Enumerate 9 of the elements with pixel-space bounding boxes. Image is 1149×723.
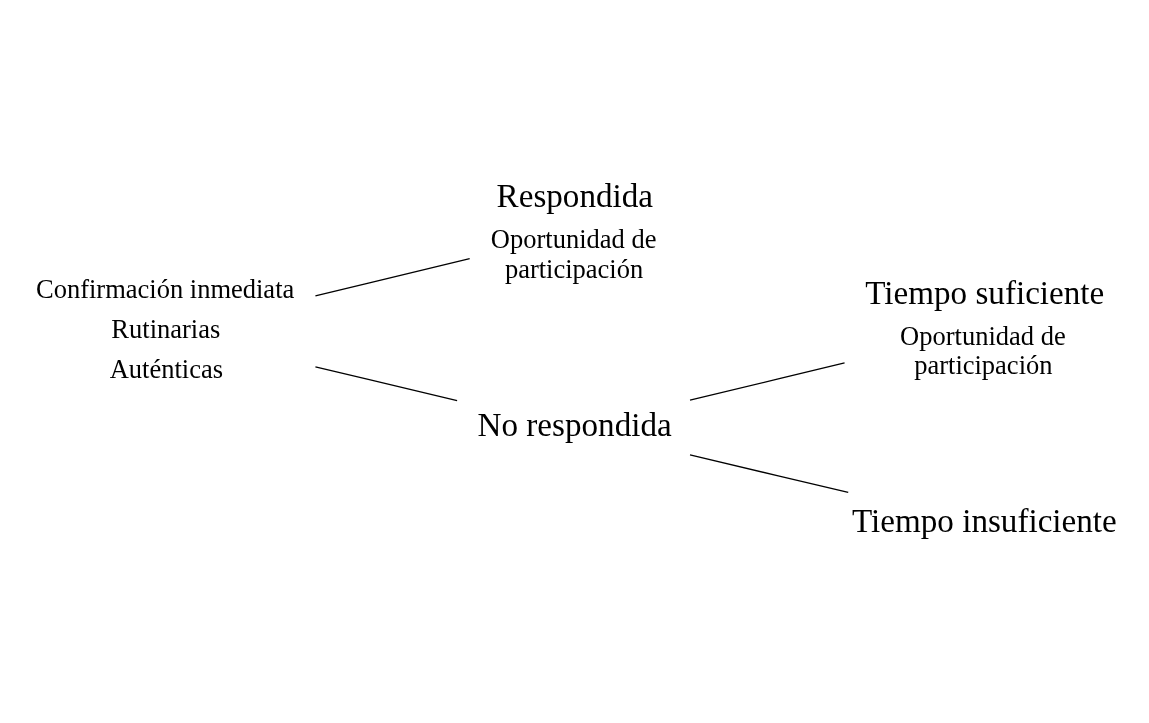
connector	[314, 257, 471, 297]
connector	[314, 366, 458, 402]
node-text: Respondida Oportunidad de participación	[490, 177, 657, 285]
node-text: Tiempo insuficiente	[852, 502, 1117, 540]
node-text: Confirmación inmediata Rutinarias Auténticas	[35, 274, 295, 384]
connector	[689, 454, 849, 494]
node-text: Tiempo suficiente Oportunidad de participación	[865, 273, 1105, 381]
connector	[689, 362, 846, 401]
node-text: No respondida	[477, 406, 672, 444]
